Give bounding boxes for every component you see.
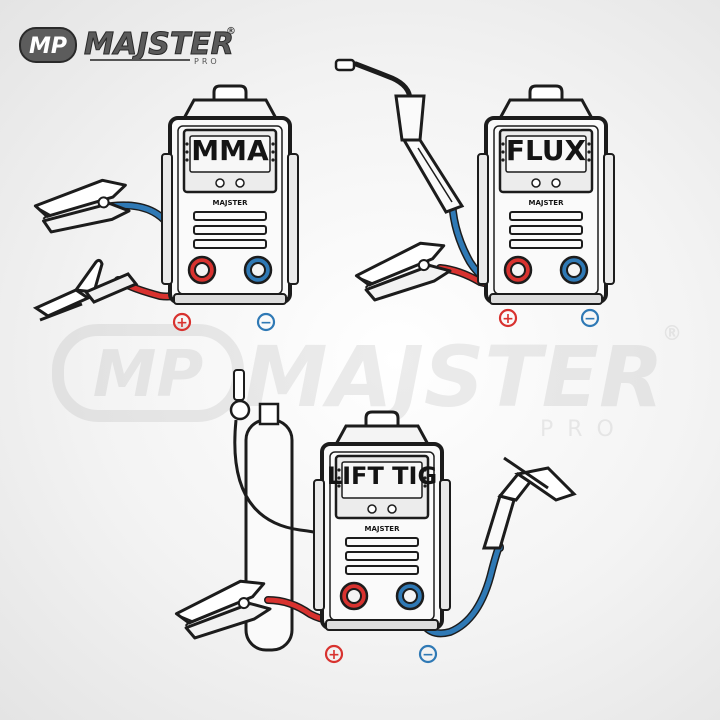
mma-plus-sign: + xyxy=(172,312,192,332)
brand-name: MAJSTER xyxy=(84,27,234,62)
flux-ground-clamp xyxy=(351,236,454,305)
flux-plus-text: + xyxy=(502,311,514,327)
mma-minus-sign: − xyxy=(256,312,276,332)
gas-regulator-gauge xyxy=(229,399,251,421)
brand-sub: PRO xyxy=(194,57,220,66)
watermark-letters: MP xyxy=(93,338,204,412)
mma-setup: MMA MAJSTER + − xyxy=(31,84,300,332)
lift-tig-mode-label: LIFT TIG xyxy=(327,462,437,490)
tig-torch xyxy=(481,456,577,550)
mma-electrode-holder xyxy=(32,258,139,322)
mma-panel-brand: MAJSTER xyxy=(213,199,249,207)
lift-tig-minus-text: − xyxy=(422,647,434,663)
flux-welder-unit xyxy=(476,84,616,306)
lift-tig-minus-sign: − xyxy=(418,644,438,664)
mma-ground-clamp xyxy=(31,175,132,236)
mma-welder-unit xyxy=(160,84,300,306)
mma-plus-text: + xyxy=(176,315,188,331)
watermark-name: MAJSTER xyxy=(244,328,664,426)
mma-mode-label: MMA xyxy=(191,134,269,167)
watermark-registered-mark: ® xyxy=(662,321,682,345)
watermark-sub: PRO xyxy=(540,417,628,442)
flux-mig-torch xyxy=(334,58,465,214)
lift-tig-panel-brand: MAJSTER xyxy=(365,525,401,533)
flux-setup: FLUX MAJSTER + − xyxy=(334,58,616,328)
lift-tig-plus-sign: + xyxy=(324,644,344,664)
flux-minus-sign: − xyxy=(580,308,600,328)
brand-logo: MP MAJSTER ® PRO xyxy=(19,26,236,66)
flux-plus-sign: + xyxy=(498,308,518,328)
lift-tig-welder-unit xyxy=(312,410,452,632)
flux-minus-text: − xyxy=(584,311,596,327)
watermark: MP MAJSTER ® PRO xyxy=(52,321,682,442)
brand-logo-letters: MP xyxy=(29,34,67,59)
mma-minus-text: − xyxy=(260,315,272,331)
flux-panel-brand: MAJSTER xyxy=(529,199,565,207)
lift-tig-setup: LIFT TIG MAJSTER + − xyxy=(171,369,577,664)
brand-logo-emblem: MP xyxy=(19,27,77,63)
flux-mode-label: FLUX xyxy=(506,134,587,167)
lift-tig-plus-text: + xyxy=(328,647,340,663)
brand-registered-mark: ® xyxy=(226,26,236,37)
